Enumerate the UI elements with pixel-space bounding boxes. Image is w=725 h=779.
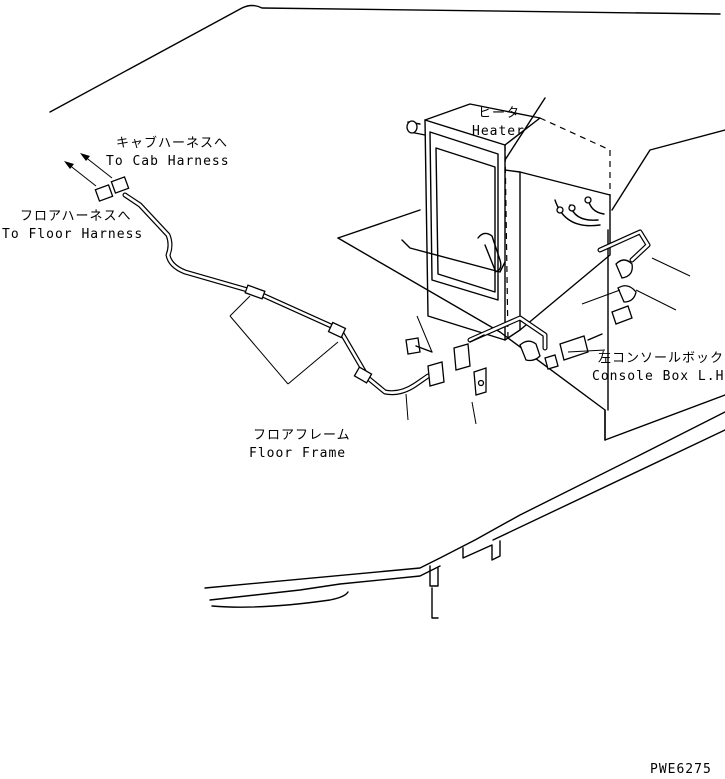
wire-harness [122,192,651,396]
console-box-plate [337,97,725,441]
drawing-id: PWE6275 [650,762,712,777]
floor-outline [49,4,725,619]
label-cab-harness-jp: キャブハーネスへ [116,136,229,151]
heater-unit [401,103,611,341]
label-floor-harness-en: To Floor Harness [2,227,144,242]
leader-lines [229,257,691,425]
label-heater-jp: ヒータ [478,106,521,121]
harness-connectors [94,176,130,202]
label-floor-frame-jp: フロアフレーム [253,428,351,443]
label-floor-harness-jp: フロアハーネスへ [20,209,132,224]
harness-clamps [244,284,373,384]
label-console-box-jp: 左コンソールボックス [598,351,725,366]
direction-arrows [64,153,113,187]
label-heater-en: Heater [472,124,525,139]
small-parts [405,259,637,396]
label-console-box-en: Console Box L.H. [592,369,725,384]
label-cab-harness-en: To Cab Harness [106,154,230,169]
label-floor-frame-en: Floor Frame [249,446,347,461]
